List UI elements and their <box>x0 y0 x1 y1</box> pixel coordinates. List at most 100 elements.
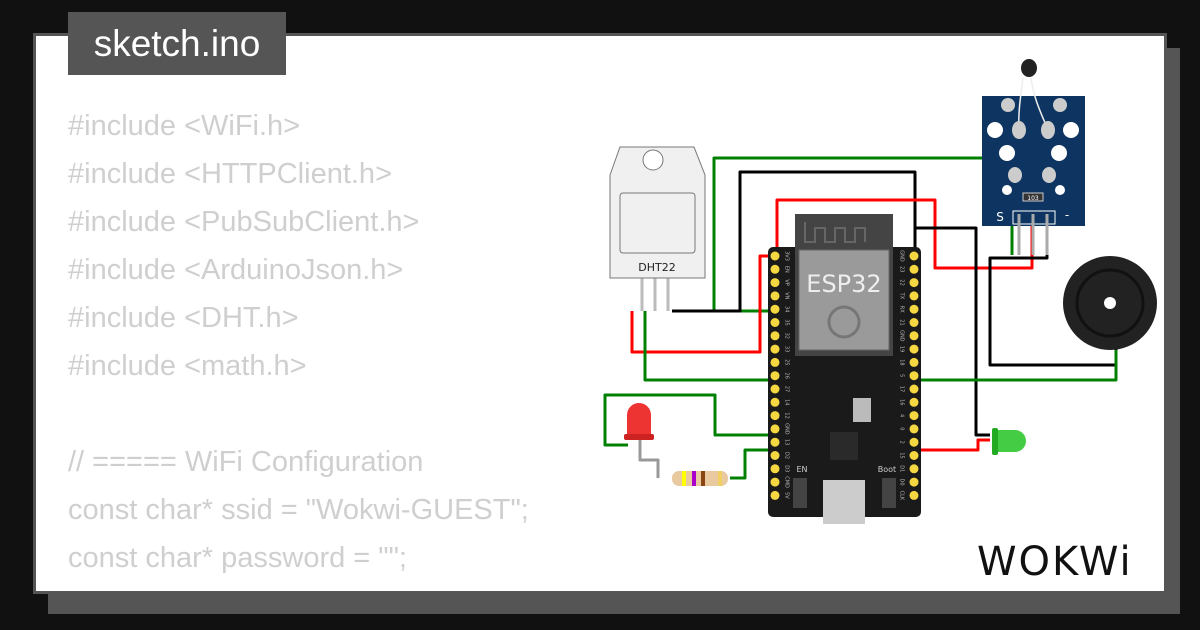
pin-label: 34 <box>784 306 790 312</box>
pin-27[interactable] <box>770 384 780 394</box>
boot-button[interactable] <box>882 478 896 508</box>
pin-label: GND <box>899 330 905 342</box>
pin-14[interactable] <box>770 397 780 407</box>
file-tab[interactable]: sketch.ino <box>68 12 286 75</box>
pin-label: CMD <box>784 476 790 488</box>
esp32-label: ESP32 <box>806 270 881 298</box>
code-line: #include <math.h> <box>68 350 307 382</box>
esp32-board[interactable]: ESP32 EN Boot 3V3ENVPVN34353233252627141… <box>768 214 921 524</box>
pin-gnd[interactable] <box>909 251 919 261</box>
pin-d0[interactable] <box>909 477 919 487</box>
pin-label: 2 <box>899 441 905 444</box>
pin-32[interactable] <box>770 331 780 341</box>
pin-clk[interactable] <box>909 490 919 500</box>
pin-label: D1 <box>899 465 905 472</box>
pin-17[interactable] <box>909 384 919 394</box>
pin-d1[interactable] <box>909 464 919 474</box>
resistor[interactable] <box>672 471 728 486</box>
pin-label: 35 <box>784 319 790 325</box>
wire-red-dht <box>630 254 775 354</box>
wire-red-ntc <box>775 198 1034 270</box>
code-line: const char* password = ""; <box>68 542 407 574</box>
pin-gnd[interactable] <box>770 424 780 434</box>
pin-33[interactable] <box>770 344 780 354</box>
pin-label: TX <box>899 292 905 300</box>
pin-18[interactable] <box>909 357 919 367</box>
pin-0[interactable] <box>909 424 919 434</box>
pin-label: 15 <box>899 452 905 458</box>
code-line: #include <ArduinoJson.h> <box>68 254 404 286</box>
green-led[interactable] <box>992 428 1026 455</box>
pin-d3[interactable] <box>770 464 780 474</box>
code-line: #include <HTTPClient.h> <box>68 158 392 190</box>
pin-5v[interactable] <box>770 490 780 500</box>
pin-en[interactable] <box>770 264 780 274</box>
pin-21[interactable] <box>909 318 919 327</box>
pin-15[interactable] <box>909 451 919 460</box>
code-line: #include <WiFi.h> <box>68 110 301 142</box>
pin-label: VN <box>784 292 790 299</box>
pin-label: 0 <box>899 427 905 430</box>
dht22-sensor[interactable]: DHT22 <box>609 146 706 311</box>
signal-pin-label: S <box>996 210 1004 224</box>
pin-label: 26 <box>784 373 790 379</box>
pin-3v3[interactable] <box>770 251 780 261</box>
wire-black-led <box>914 226 990 437</box>
pin-label: 16 <box>899 399 905 405</box>
pin-label: 19 <box>899 346 905 352</box>
ground-pin-label: - <box>1065 208 1069 222</box>
boot-label: Boot <box>878 465 896 474</box>
pin-19[interactable] <box>909 344 919 354</box>
pin-label: RX <box>899 306 905 313</box>
wokwi-logo-text: WOKWi <box>977 539 1133 585</box>
pin-label: 17 <box>899 386 905 392</box>
pin-label: 12 <box>784 412 790 418</box>
pin-34[interactable] <box>770 304 780 314</box>
pin-2[interactable] <box>909 437 919 447</box>
resistor-label: 103 <box>1027 195 1039 202</box>
pin-5[interactable] <box>909 371 919 381</box>
pin-label: 3V3 <box>784 251 790 261</box>
led-leg <box>638 440 660 478</box>
code-line: const char* ssid = "Wokwi-GUEST"; <box>68 494 529 526</box>
wire-green-buzzer <box>914 350 1118 382</box>
pin-label: 32 <box>784 333 790 339</box>
preview-card <box>33 33 1167 594</box>
pin-cmd[interactable] <box>770 477 780 487</box>
pin-vp[interactable] <box>770 278 780 288</box>
pin-35[interactable] <box>770 318 780 327</box>
pin-label: EN <box>784 266 790 273</box>
wire-red-led <box>914 438 990 452</box>
pin-tx[interactable] <box>909 291 919 301</box>
pin-label: 18 <box>899 359 905 365</box>
pin-label: 13 <box>784 439 790 445</box>
pin-13[interactable] <box>770 437 780 447</box>
code-line: #include <PubSubClient.h> <box>68 206 420 238</box>
pin-rx[interactable] <box>909 304 919 314</box>
pin-label: 27 <box>784 386 790 392</box>
ntc-temperature-module[interactable]: 103 S - <box>982 59 1085 255</box>
pin-25[interactable] <box>770 357 780 367</box>
en-button[interactable] <box>793 478 807 508</box>
wire-green-dht <box>643 311 775 382</box>
code-preview: #include <WiFi.h> #include <HTTPClient.h>… <box>68 102 529 582</box>
pin-22[interactable] <box>909 278 919 288</box>
buzzer[interactable] <box>1063 256 1157 350</box>
pin-label: 22 <box>899 279 905 285</box>
pin-16[interactable] <box>909 397 919 407</box>
pin-label: VP <box>784 279 790 285</box>
pin-26[interactable] <box>770 371 780 381</box>
pin-label: D2 <box>784 452 790 459</box>
pin-23[interactable] <box>909 264 919 274</box>
pin-vn[interactable] <box>770 291 780 301</box>
pin-12[interactable] <box>770 411 780 421</box>
pin-4[interactable] <box>909 411 919 421</box>
pin-label: 25 <box>784 359 790 365</box>
red-led[interactable] <box>624 403 654 440</box>
pin-gnd[interactable] <box>909 331 919 341</box>
code-line: // ===== WiFi Configuration <box>68 446 424 478</box>
pin-label: GND <box>899 250 905 262</box>
pin-d2[interactable] <box>770 451 780 460</box>
pin-label: CLK <box>899 491 905 501</box>
